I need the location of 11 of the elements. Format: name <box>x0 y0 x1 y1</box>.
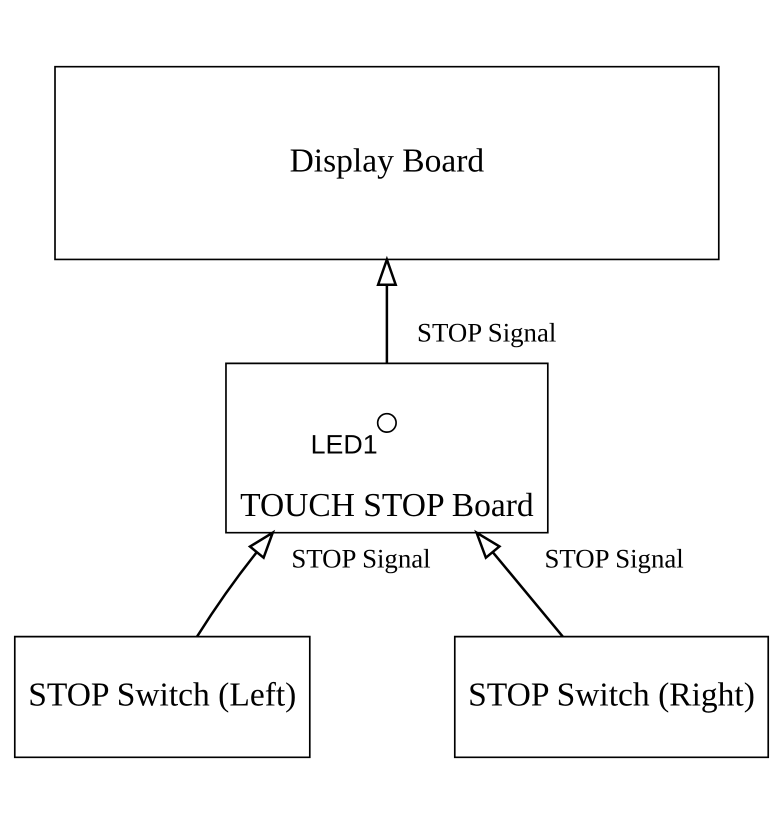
edge-label: STOP Signal <box>544 544 684 574</box>
arrow <box>376 256 398 364</box>
node-circle <box>376 412 397 433</box>
node-box: STOP Switch (Left) <box>14 636 311 758</box>
node-box: Display Board <box>54 66 720 260</box>
node-box: STOP Switch (Right) <box>454 636 770 758</box>
node-label: LED1 <box>310 430 378 460</box>
edge-label: STOP Signal <box>291 544 431 574</box>
edge-label: STOP Signal <box>417 317 556 348</box>
arrow <box>196 530 276 638</box>
arrow <box>474 530 564 638</box>
